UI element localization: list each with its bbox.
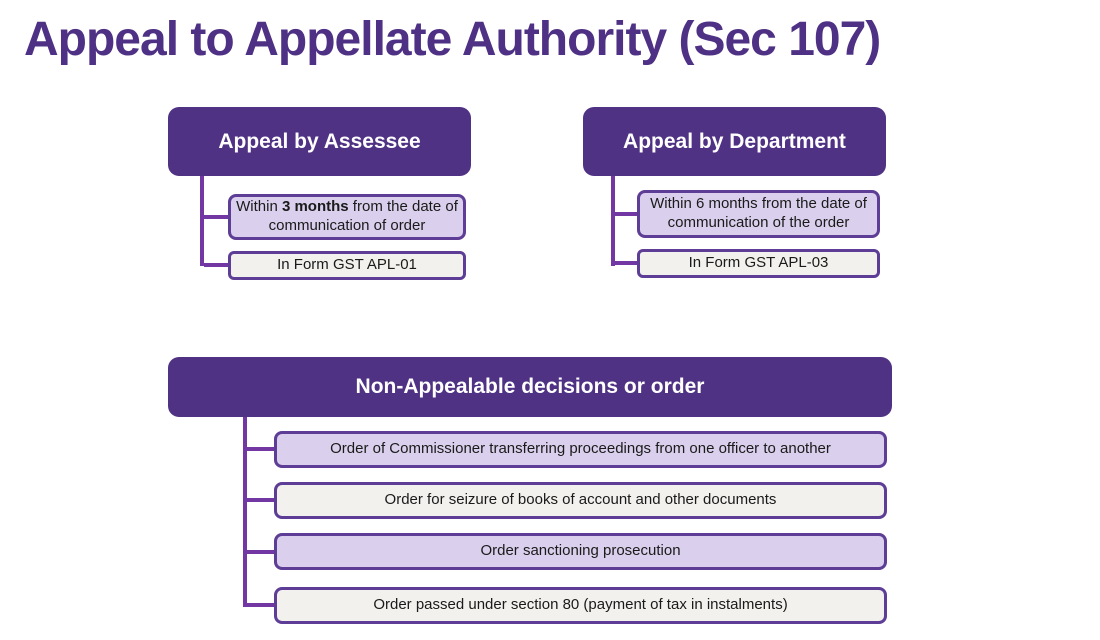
non-appealable-connector-line: [243, 417, 247, 607]
department-connector-stub-2: [615, 261, 637, 265]
assessee-timeline-box: Within 3 months from the date of communi…: [228, 194, 466, 240]
department-connector-stub-1: [615, 212, 637, 216]
page-title: Appeal to Appellate Authority (Sec 107): [24, 13, 881, 66]
non-appealable-item-4: Order passed under section 80 (payment o…: [274, 587, 887, 624]
department-form-box: In Form GST APL-03: [637, 249, 880, 278]
non-appealable-header-box: Non-Appealable decisions or order: [168, 357, 892, 417]
assessee-timeline-text: Within 3 months from the date of communi…: [236, 198, 458, 234]
non-appealable-item-3: Order sanctioning prosecution: [274, 533, 887, 570]
department-header-box: Appeal by Department: [583, 107, 886, 176]
non-appealable-item-1: Order of Commissioner transferring proce…: [274, 431, 887, 468]
non-appealable-connector-stub-1: [247, 447, 274, 451]
department-timeline-box: Within 6 months from the date of communi…: [637, 190, 880, 238]
non-appealable-connector-stub-2: [247, 498, 274, 502]
assessee-connector-line: [200, 176, 204, 266]
non-appealable-connector-stub-4: [247, 603, 274, 607]
assessee-form-box: In Form GST APL-01: [228, 251, 466, 280]
assessee-connector-stub-2: [204, 263, 228, 267]
non-appealable-item-2: Order for seizure of books of account an…: [274, 482, 887, 519]
department-connector-line: [611, 176, 615, 266]
non-appealable-connector-stub-3: [247, 550, 274, 554]
assessee-connector-stub-1: [204, 215, 228, 219]
assessee-header-box: Appeal by Assessee: [168, 107, 471, 176]
